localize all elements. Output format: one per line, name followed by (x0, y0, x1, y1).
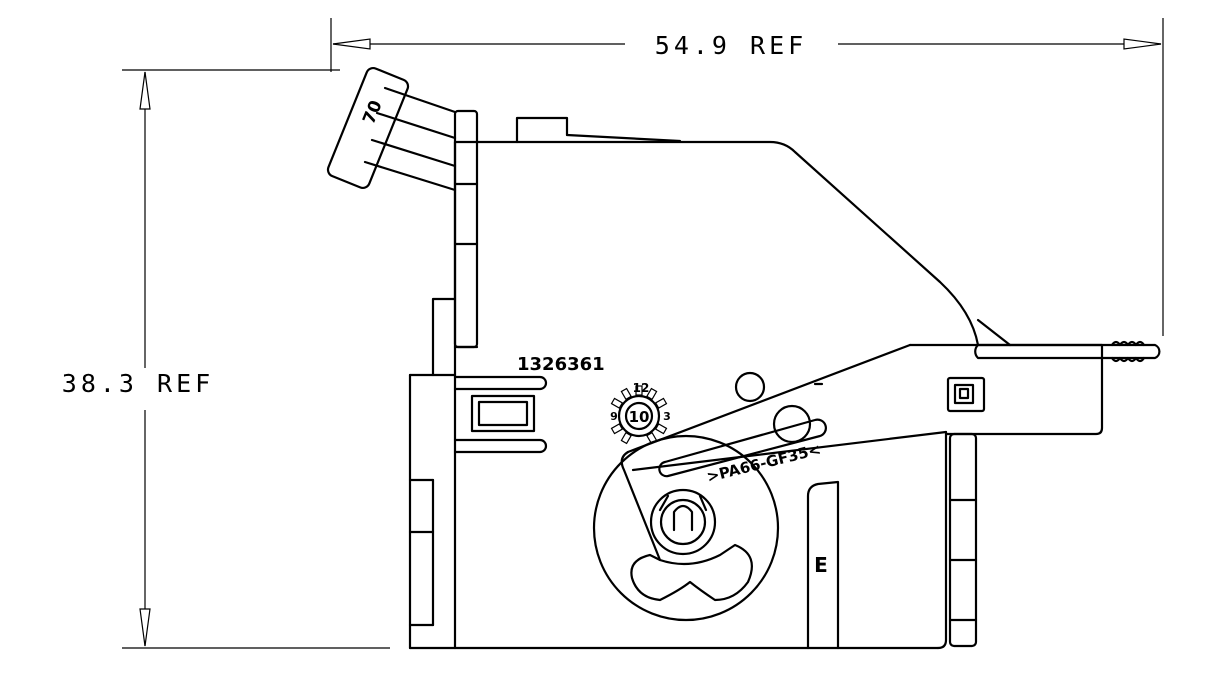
width-dimension: 54.9 REF (330, 18, 1164, 336)
height-dimension: 38.3 REF (62, 69, 390, 649)
height-dimension-label: 38.3 REF (62, 369, 214, 398)
knob-number-label: 70 (359, 98, 386, 128)
width-arrow-right-icon (1123, 38, 1162, 50)
date-wheel-left-label: 9 (610, 410, 618, 423)
part-number-label: 1326361 (517, 354, 605, 375)
height-arrow-top-icon (139, 71, 151, 110)
width-dimension-label: 54.9 REF (655, 31, 807, 60)
e-rail: E (806, 480, 840, 650)
width-arrow-left-icon (332, 38, 371, 50)
knob: 70 (326, 66, 457, 192)
height-arrow-bottom-icon (139, 608, 151, 647)
right-arm (908, 318, 1161, 648)
date-wheel-center-label: 10 (629, 408, 650, 426)
housing-body (408, 109, 980, 650)
date-wheel-top-label: 12 (633, 381, 650, 395)
letter-marking: E (814, 553, 828, 577)
date-wheel-right-label: 3 (663, 410, 671, 423)
date-wheel: 10 12 9 3 (610, 381, 671, 445)
